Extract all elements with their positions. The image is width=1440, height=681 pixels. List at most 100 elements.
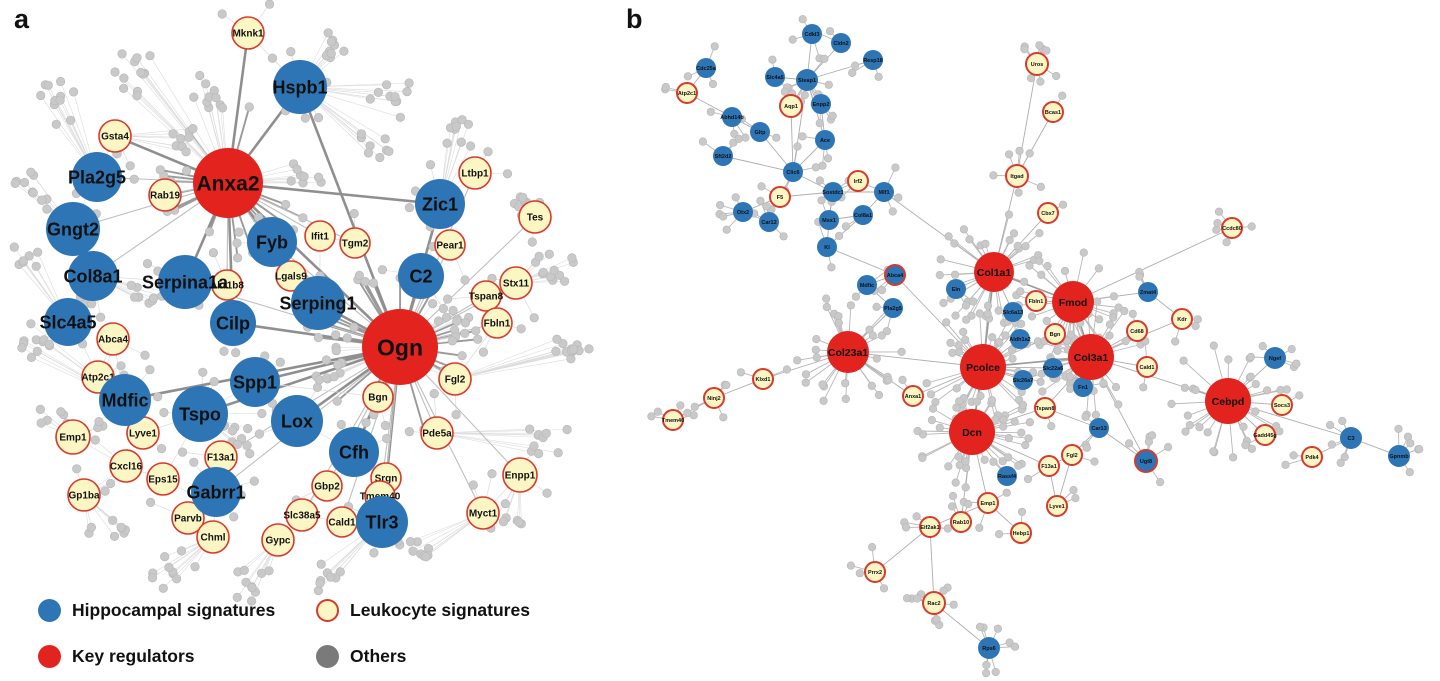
node-Gypc: Gypc (261, 523, 295, 557)
node-circle (946, 279, 966, 299)
gray-node (1191, 385, 1200, 395)
gray-node (683, 72, 693, 81)
gray-node (451, 121, 461, 131)
gray-node (94, 417, 104, 427)
node-label: Kdr (1177, 317, 1187, 323)
node-circle (974, 252, 1014, 292)
node-label: Steap1 (798, 78, 816, 84)
node-circle (398, 253, 444, 299)
gray-node (1336, 458, 1345, 467)
node-label: Eln (952, 287, 961, 293)
node-label: Atp2c1 (678, 91, 696, 97)
gray-node (943, 524, 952, 533)
node-label: Slc38a5 (283, 511, 321, 522)
node-label: Sft2d2 (715, 154, 732, 160)
edge (454, 350, 556, 380)
gray-node (729, 138, 738, 147)
panel-a-label: a (14, 4, 30, 34)
node-label: Tspan8 (1036, 406, 1055, 412)
gray-node (756, 196, 765, 205)
gray-node (1091, 410, 1100, 420)
gray-node (1295, 391, 1304, 400)
gray-node (989, 457, 998, 466)
gray-node (951, 478, 960, 487)
gray-node (1009, 229, 1019, 238)
node-label: Srgn (375, 474, 398, 485)
gray-node (962, 315, 971, 324)
gray-node (390, 92, 400, 102)
node-circle (1044, 323, 1066, 345)
gray-node (208, 248, 218, 258)
node-Uros: Uros (1025, 52, 1049, 76)
node-circle (466, 496, 500, 530)
node-label: Rac2 (927, 601, 940, 607)
gray-node (130, 292, 140, 302)
gray-node (1094, 264, 1103, 273)
gray-node (217, 9, 227, 19)
node-circle (362, 309, 438, 385)
gray-node (999, 422, 1008, 431)
gray-node (898, 375, 907, 385)
edge (436, 432, 544, 438)
edge (1090, 356, 1229, 402)
gray-node (119, 73, 129, 83)
legend-item-others: Others (316, 644, 530, 668)
gray-node (1287, 345, 1296, 354)
gray-node (448, 305, 458, 316)
gray-node (1247, 222, 1256, 231)
node-Gsta4: Gsta4 (98, 119, 132, 153)
gray-node (897, 347, 906, 357)
gray-node (926, 390, 936, 399)
gray-node (1010, 417, 1019, 426)
gray-node (1111, 383, 1121, 392)
gray-node (841, 222, 851, 231)
node-Chml: Chml (196, 520, 230, 554)
gray-node (932, 615, 941, 624)
node-circle (231, 16, 265, 50)
gray-node (1180, 383, 1189, 392)
gray-node (243, 423, 253, 434)
node-circle (1301, 446, 1323, 468)
node-label: Pcolce (966, 362, 1000, 374)
gray-node (841, 394, 850, 404)
gray-node (998, 457, 1007, 466)
node-label: F13a1 (1041, 464, 1057, 470)
gray-node (368, 278, 379, 288)
gray-node (1060, 266, 1070, 276)
gray-node (498, 516, 509, 527)
node-circle (676, 82, 698, 104)
panel-b-label: b (626, 4, 643, 34)
gray-node (105, 478, 116, 489)
node-label: Abhd14b (720, 115, 744, 121)
gray-node (1246, 372, 1255, 381)
gray-node (981, 668, 991, 678)
node-Aqp1: Aqp1 (779, 94, 803, 118)
gray-node (286, 176, 296, 186)
gray-node (706, 107, 715, 116)
gray-node (518, 192, 528, 202)
gray-node (148, 293, 159, 303)
node-label: Parvb (174, 514, 202, 525)
gray-node (1183, 411, 1192, 420)
node-label: Fyb (256, 232, 288, 252)
node-label: Cxcl16 (110, 462, 143, 473)
gray-node (827, 263, 836, 272)
gray-node (354, 270, 365, 281)
gray-node (525, 424, 535, 434)
node-Sostdc1: Sostdc1 (822, 182, 844, 202)
gray-node (37, 195, 47, 205)
gray-node (1042, 46, 1051, 55)
node-Gp1ba: Gp1ba (67, 478, 101, 512)
gray-node (719, 413, 728, 422)
gray-node (382, 433, 392, 444)
node-circle (72, 152, 122, 202)
gray-node (812, 353, 821, 362)
gray-node (1021, 441, 1030, 450)
gray-node (232, 592, 242, 603)
gray-node (1025, 149, 1034, 158)
gray-node (33, 247, 43, 257)
gray-node (1035, 256, 1044, 266)
node-circle (922, 591, 946, 615)
gray-node (516, 324, 526, 334)
node-Lyve1_b: Lyve1 (1046, 495, 1068, 517)
